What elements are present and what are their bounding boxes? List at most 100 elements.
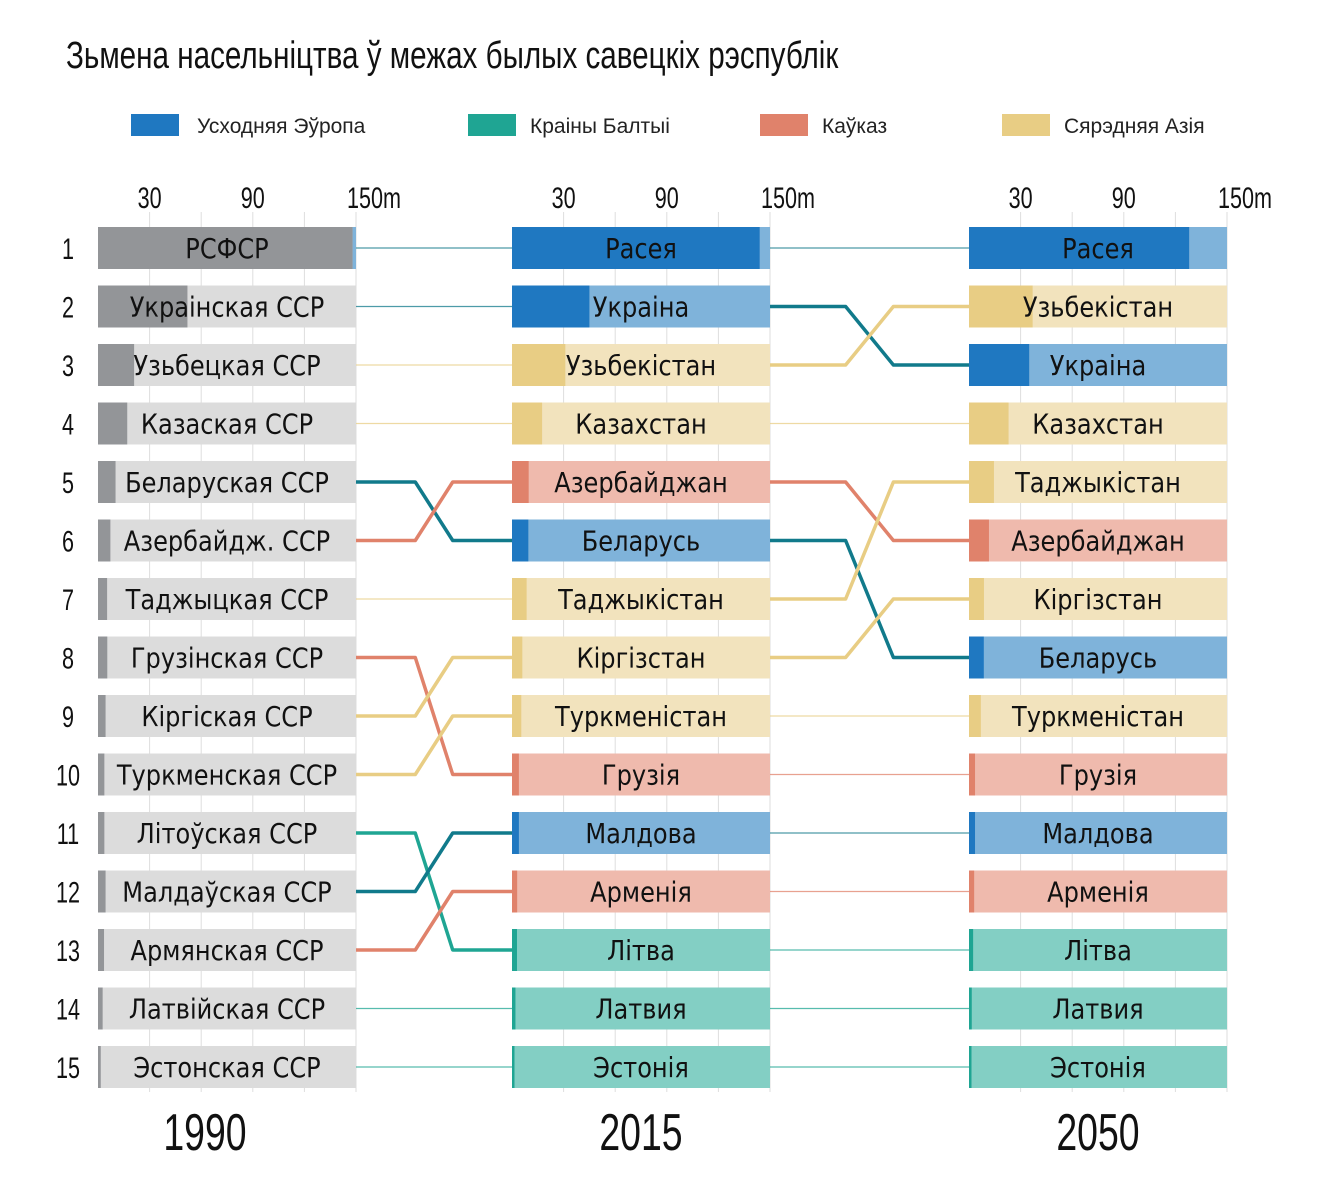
bar-value [969,402,1009,445]
bar-track [98,636,356,679]
year-label-2050: 2050 [1056,1103,1139,1162]
bar-value [969,929,974,971]
rank-label: 9 [62,699,74,733]
bar-label: Эстонія [1050,1052,1146,1084]
legend-label-baltic: Краіны Балтыі [530,115,670,138]
bar-label: Казахстан [1032,409,1163,441]
bar-track [98,461,356,503]
bar-label: Эстонія [593,1052,689,1084]
bar-value [98,1046,101,1088]
bar-label: Грузінская ССР [131,643,323,675]
rank-label: 4 [62,407,74,441]
bar-value [969,1046,972,1088]
bar-value [969,227,1190,269]
rank-label: 7 [62,582,74,616]
bar-label: Таджыкістан [1014,467,1181,499]
bar-2015-tkm: Туркменістан [512,695,770,737]
bar-label: Беларусь [1039,643,1157,675]
bar-label: Кіргіская ССР [141,701,312,733]
bar-2015-rus: Расея [512,227,770,269]
bar-label: Літоўская ССР [137,818,318,850]
bar-2050-kgz: Кіргізстан [969,578,1227,620]
bar-label: Латвия [1052,994,1143,1026]
bar-track [969,1046,1227,1088]
rank-label: 13 [56,933,80,967]
bar-track [512,519,770,562]
bar-label: Узьбекістан [566,350,716,382]
bar-value [98,870,106,913]
bar-value [512,929,517,971]
bar-track [512,929,770,971]
bar-1990-ltu: Літоўская ССР [98,812,356,854]
rank-label: 14 [56,992,80,1026]
rank-label: 1 [62,231,74,265]
bar-track [969,578,1227,620]
rank-label: 5 [62,465,74,499]
connector-tkm [356,714,512,777]
bar-track [512,402,770,445]
bar-track [512,1046,770,1088]
bar-value [512,344,566,386]
bar-2015-uzb: Узьбекістан [512,344,770,386]
bar-track [969,753,1227,796]
bar-2050-tjk: Таджыкістан [969,461,1227,503]
bar-track [98,929,356,971]
bar-label: Туркменістан [554,701,727,733]
legend-label-east: Усходняя Эўропа [197,115,366,138]
bar-value [969,695,981,737]
rank-label: 15 [56,1050,80,1084]
bar-2050-rus: Расея [969,227,1227,269]
bar-label: Малдова [1042,818,1153,850]
rank-label: 3 [62,348,74,382]
bar-label: Казаская ССР [141,409,313,441]
bar-1990-rus: РСФСР [98,227,356,269]
bar-label: Украіна [593,292,689,324]
rank-connectors [356,247,969,1068]
bar-2050-ltu: Літва [969,929,1227,971]
rank-label: 11 [57,816,79,850]
bar-track [98,870,356,913]
bar-value [512,578,527,620]
bar-label: Украіна [1050,350,1146,382]
bar-2050-uzb: Узьбекістан [969,285,1227,328]
bar-2050-ukr: Украіна [969,344,1227,386]
bar-label: Беларусь [582,526,700,558]
bar-value [969,812,976,854]
bar-value [969,753,976,796]
connector-kgz [770,597,969,660]
bar-label: Узьбекістан [1023,292,1173,324]
bar-value [969,519,989,562]
bar-track [98,695,356,737]
legend-swatch-baltic [468,114,516,136]
bar-2015-geo: Грузія [512,753,770,796]
bar-2050-kaz: Казахстан [969,402,1227,445]
bar-label: Таджыкістан [557,584,724,616]
bar-label: Азербайджан [554,467,727,499]
bar-2015-blr: Беларусь [512,519,770,562]
bar-value [969,870,975,913]
tick-label: 30 [1009,180,1033,214]
bar-label: Грузія [1059,760,1137,792]
bar-2050-tkm: Туркменістан [969,695,1227,737]
connector-arm [356,889,512,952]
bar-label: Азербайдж. ССР [124,526,330,558]
bar-2015-tjk: Таджыкістан [512,578,770,620]
bar-label: Туркменістан [1011,701,1184,733]
tick-label: 30 [552,180,576,214]
bar-value [512,870,518,913]
bar-2050-arm: Арменія [969,870,1227,913]
bar-1990-geo: Грузінская ССР [98,636,356,679]
bar-track [98,578,356,620]
bar-2015-arm: Арменія [512,870,770,913]
bar-2015-est: Эстонія [512,1046,770,1088]
bar-label: Армянская ССР [131,935,324,967]
bar-track [512,461,770,503]
bar-value [98,344,135,386]
bar-value [512,1046,515,1088]
bar-value [98,987,103,1030]
